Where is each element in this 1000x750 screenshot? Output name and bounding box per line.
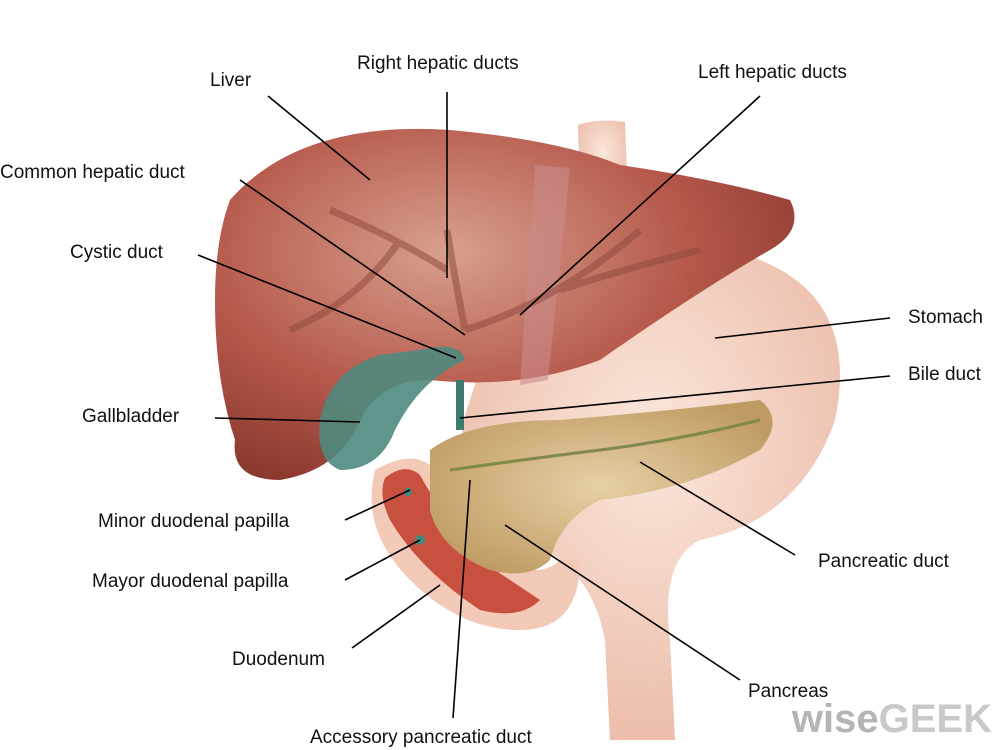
- label-accessory-pancreatic-duct: Accessory pancreatic duct: [310, 727, 532, 748]
- leader-liver: [267, 95, 371, 181]
- label-mayor-duodenal-papilla: Mayor duodenal papilla: [92, 571, 289, 592]
- leader-duodenum: [351, 584, 441, 649]
- leader-cystic: [197, 254, 457, 359]
- leader-bile-duct: [459, 375, 891, 419]
- label-cystic-duct: Cystic duct: [70, 242, 163, 263]
- leader-common-hepatic: [239, 179, 466, 336]
- label-right-hepatic-ducts: Right hepatic ducts: [357, 53, 519, 74]
- leader-accessory-duct: [452, 479, 471, 719]
- leader-pancreas: [504, 524, 741, 681]
- leader-gallbladder: [214, 417, 361, 423]
- leader-mayor-papilla: [344, 539, 421, 581]
- label-common-hepatic-duct: Common hepatic duct: [0, 162, 185, 183]
- label-pancreatic-duct: Pancreatic duct: [818, 551, 949, 572]
- label-stomach: Stomach: [908, 307, 983, 328]
- label-pancreas: Pancreas: [748, 681, 829, 702]
- leader-left-hepatic: [519, 95, 761, 316]
- leader-stomach: [714, 317, 891, 339]
- pancreas: [430, 400, 773, 574]
- leader-lines: [197, 92, 891, 719]
- falciform-ligament: [520, 165, 570, 385]
- label-minor-duodenal-papilla: Minor duodenal papilla: [98, 511, 290, 532]
- label-left-hepatic-ducts: Left hepatic ducts: [698, 62, 847, 83]
- label-duodenum: Duodenum: [232, 649, 325, 670]
- gallbladder: [319, 346, 465, 470]
- leader-minor-papilla: [344, 489, 411, 521]
- label-gallbladder: Gallbladder: [82, 406, 180, 427]
- label-bile-duct: Bile duct: [908, 364, 981, 385]
- watermark-logo: wiseGEEK: [791, 697, 992, 741]
- label-liver: Liver: [210, 70, 252, 91]
- leader-pancreatic-duct: [639, 461, 796, 556]
